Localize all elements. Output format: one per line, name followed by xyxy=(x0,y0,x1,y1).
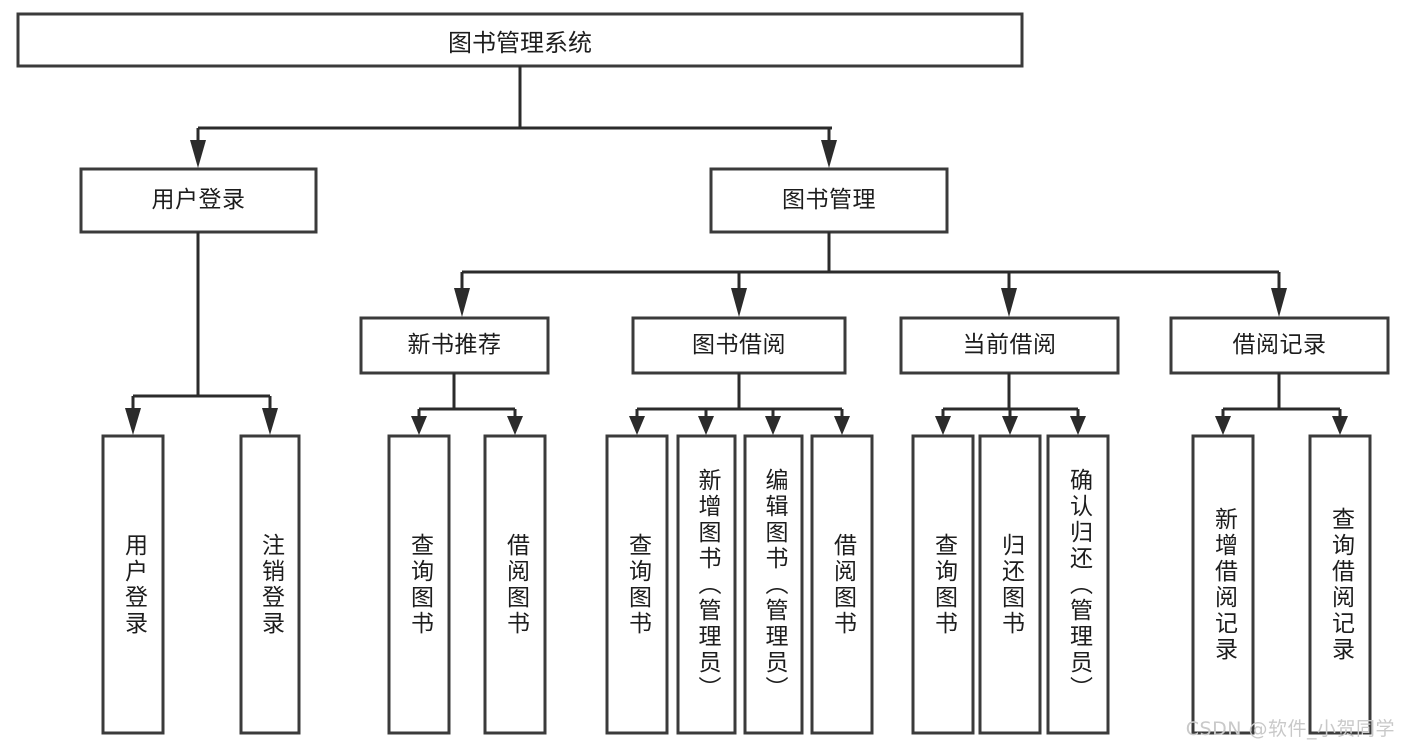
node-box-leaf[interactable] xyxy=(978,434,1042,735)
node-box-root[interactable] xyxy=(16,12,1024,68)
node-box-leaf[interactable] xyxy=(605,434,669,735)
node-box-leaf[interactable] xyxy=(1046,434,1110,735)
connector-root-to-level2 xyxy=(190,66,837,168)
node-box-leaf[interactable] xyxy=(387,434,451,735)
node-box-leaf[interactable] xyxy=(1191,434,1255,735)
node-box-current-borrow[interactable] xyxy=(899,316,1120,375)
node-box-book-borrow[interactable] xyxy=(631,316,847,375)
watermark: CSDN @软件_小贺同学 xyxy=(1185,718,1395,740)
node-box-leaf[interactable] xyxy=(676,434,737,735)
node-box-leaf[interactable] xyxy=(743,434,804,735)
connector-borrow-record-to-leaves xyxy=(1215,373,1348,435)
node-box-leaf[interactable] xyxy=(483,434,547,735)
node-box-borrow-record[interactable] xyxy=(1169,316,1390,375)
node-box-leaf[interactable] xyxy=(101,434,165,735)
node-box-leaf[interactable] xyxy=(810,434,874,735)
connector-user-login-to-leaves xyxy=(125,232,278,435)
connector-book-management-to-level3 xyxy=(454,232,1287,317)
node-box-leaf[interactable] xyxy=(239,434,301,735)
node-box-new-book-recommend[interactable] xyxy=(359,316,550,375)
connector-book-borrow-to-leaves xyxy=(629,373,850,435)
node-box-book-management[interactable] xyxy=(709,167,949,234)
node-box-leaf[interactable] xyxy=(911,434,975,735)
node-box-user-login[interactable] xyxy=(79,167,318,234)
node-box-leaf[interactable] xyxy=(1308,434,1372,735)
connector-new-book-recommend-to-leaves xyxy=(411,373,523,435)
connector-current-borrow-to-leaves xyxy=(935,373,1086,435)
